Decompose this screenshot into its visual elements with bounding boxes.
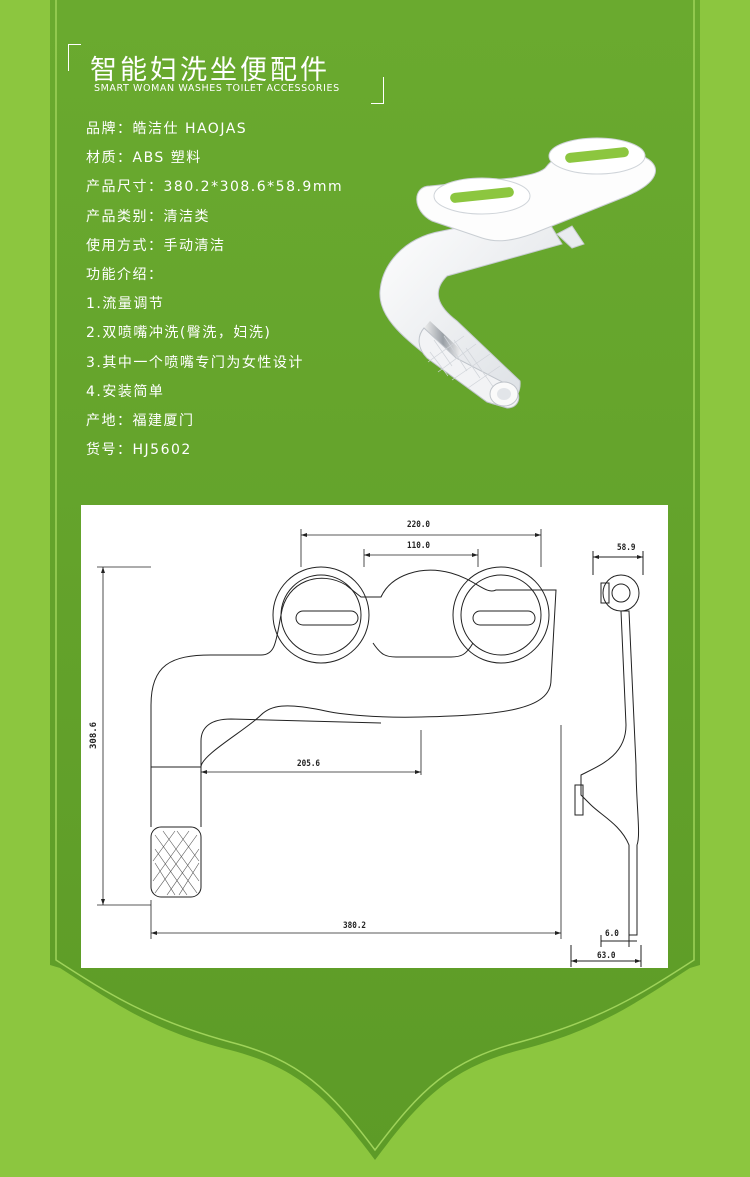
dim-side-thickness: 6.0	[605, 929, 619, 939]
knob-left-outer	[272, 566, 370, 664]
arrowheads	[101, 533, 643, 963]
spec-brand: 品牌：皓洁仕 HAOJAS	[86, 121, 248, 137]
shield-outline	[55, 0, 695, 1152]
knob-slot-right	[565, 147, 629, 163]
spec-size: 产品尺寸：380.2*308.6*58.9mm	[86, 179, 344, 196]
spec-category: 产品类别：清洁类	[86, 208, 210, 225]
technical-drawing: 220.0 110.0 308.6 205.6 380.2 58.9 6.0 6…	[81, 505, 668, 968]
dim-side-base: 63.0	[597, 951, 616, 961]
arm-inner	[200, 718, 382, 773]
title-bracket-right	[371, 77, 384, 104]
dim-side-depth: 58.9	[617, 543, 636, 553]
spec-item-number: 货号：HJ5602	[86, 442, 192, 459]
dim-height: 308.6	[89, 721, 99, 749]
grip-outline	[150, 826, 202, 898]
side-view	[570, 551, 644, 967]
product-image	[379, 137, 656, 409]
spec-usage: 使用方式：手动清洁	[86, 237, 226, 254]
spec-list: 品牌：皓洁仕 HAOJAS 材质：ABS 塑料 产品尺寸：380.2*308.6…	[86, 118, 343, 468]
page-subtitle: SMART WOMAN WASHES TOILET ACCESSORIES	[94, 83, 340, 94]
spec-material: 材质：ABS 塑料	[86, 150, 202, 167]
spec-feature-3: 3.其中一个喷嘴专门为女性设计	[86, 354, 304, 371]
slot-left	[295, 610, 359, 626]
body-outline	[150, 569, 557, 768]
dim-top-width: 220.0	[407, 520, 431, 530]
spec-origin: 产地：福建厦门	[86, 412, 195, 429]
spec-features-heading: 功能介绍：	[86, 266, 164, 283]
dim-total-width: 380.2	[343, 921, 367, 931]
grip-hatch	[152, 830, 200, 896]
spec-feature-2: 2.双喷嘴冲洗(臀洗，妇洗)	[86, 325, 272, 342]
drawing-lines	[97, 529, 644, 967]
page-title: 智能妇洗坐便配件	[90, 55, 330, 86]
knob-right-outer	[452, 566, 550, 664]
dim-inner-width: 110.0	[407, 541, 431, 551]
mount-bracket	[556, 225, 585, 249]
spec-feature-4: 4.安装简单	[86, 383, 165, 400]
dim-arm-offset: 205.6	[297, 759, 321, 769]
title-block: 智能妇洗坐便配件 SMART WOMAN WASHES TOILET ACCES…	[68, 44, 384, 106]
knob-slot-left	[450, 187, 514, 203]
spec-feature-1: 1.流量调节	[86, 296, 165, 313]
title-bracket-left	[68, 44, 81, 71]
dimension-lines	[97, 529, 562, 939]
slot-right	[472, 610, 536, 626]
grip-pattern	[427, 335, 501, 389]
